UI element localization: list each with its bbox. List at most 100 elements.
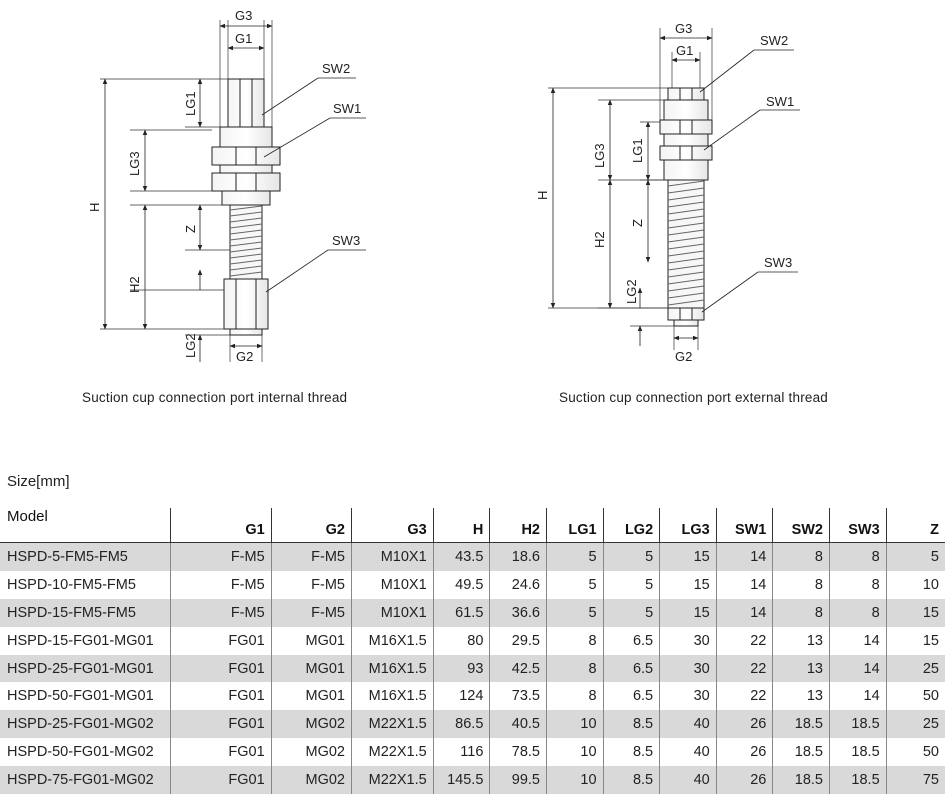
- label-sw1: SW1: [766, 94, 794, 109]
- cell-lg1: 8: [546, 682, 603, 710]
- cell-lg1: 10: [546, 766, 603, 794]
- label-sw3: SW3: [764, 255, 792, 270]
- cell-lg2: 8.5: [603, 766, 660, 794]
- cell-sw2: 13: [773, 655, 830, 683]
- cell-g3: M10X1: [352, 599, 434, 627]
- cell-lg1: 5: [546, 571, 603, 599]
- label-g3: G3: [675, 21, 692, 36]
- label-sw1: SW1: [333, 101, 361, 116]
- cell-h2: 36.6: [490, 599, 547, 627]
- cell-lg1: 10: [546, 710, 603, 738]
- cell-lg3: 30: [660, 655, 717, 683]
- cell-g2: MG02: [271, 738, 351, 766]
- label-sw2: SW2: [760, 33, 788, 48]
- label-h2: H2: [592, 231, 607, 248]
- cell-sw3: 14: [830, 627, 887, 655]
- cell-h2: 73.5: [490, 682, 547, 710]
- cell-lg1: 5: [546, 599, 603, 627]
- cell-z: 50: [886, 738, 945, 766]
- cell-sw2: 18.5: [773, 710, 830, 738]
- header-lg3: LG3: [660, 508, 717, 543]
- caption-external-thread: Suction cup connection port external thr…: [559, 390, 828, 405]
- cell-z: 75: [886, 766, 945, 794]
- cell-g1: F-M5: [170, 543, 271, 571]
- diagram-right-labels: G3 G1 SW2 SW1 SW3 LG3 LG1 H H2 Z LG2 G2: [535, 21, 794, 364]
- cell-model: HSPD-10-FM5-FM5: [0, 571, 170, 599]
- cell-sw3: 18.5: [830, 710, 887, 738]
- cell-z: 50: [886, 682, 945, 710]
- cell-model: HSPD-75-FG01-MG02: [0, 766, 170, 794]
- cell-model: HSPD-25-FG01-MG01: [0, 655, 170, 683]
- cell-g1: FG01: [170, 627, 271, 655]
- cell-lg3: 15: [660, 599, 717, 627]
- header-g2: G2: [271, 508, 351, 543]
- label-h: H: [87, 203, 102, 212]
- cell-g1: F-M5: [170, 571, 271, 599]
- cell-model: HSPD-15-FM5-FM5: [0, 599, 170, 627]
- cell-model: HSPD-15-FG01-MG01: [0, 627, 170, 655]
- cell-z: 5: [886, 543, 945, 571]
- cell-h: 93: [433, 655, 490, 683]
- label-g3: G3: [235, 8, 252, 23]
- cell-sw2: 13: [773, 627, 830, 655]
- cell-g2: F-M5: [271, 543, 351, 571]
- cell-lg2: 8.5: [603, 738, 660, 766]
- cell-lg1: 8: [546, 627, 603, 655]
- cell-g1: FG01: [170, 738, 271, 766]
- label-lg1: LG1: [630, 138, 645, 163]
- header-sw1: SW1: [716, 508, 773, 543]
- cell-sw3: 8: [830, 571, 887, 599]
- cell-z: 15: [886, 599, 945, 627]
- cell-sw3: 8: [830, 543, 887, 571]
- cell-h: 145.5: [433, 766, 490, 794]
- label-lg3: LG3: [127, 151, 142, 176]
- label-g1: G1: [235, 31, 252, 46]
- label-g1: G1: [676, 43, 693, 58]
- cell-lg3: 30: [660, 682, 717, 710]
- header-lg1: LG1: [546, 508, 603, 543]
- cell-g3: M22X1.5: [352, 766, 434, 794]
- cell-h2: 99.5: [490, 766, 547, 794]
- cell-lg2: 6.5: [603, 627, 660, 655]
- cell-sw2: 18.5: [773, 738, 830, 766]
- label-lg3: LG3: [592, 143, 607, 168]
- cell-sw1: 22: [716, 655, 773, 683]
- cell-model: HSPD-25-FG01-MG02: [0, 710, 170, 738]
- cell-h: 43.5: [433, 543, 490, 571]
- cell-sw1: 14: [716, 599, 773, 627]
- spec-table: Model G1 G2 G3 H H2 LG1 LG2 LG3 SW1 SW2 …: [0, 508, 945, 794]
- cell-h: 61.5: [433, 599, 490, 627]
- label-sw2: SW2: [322, 61, 350, 76]
- cell-model: HSPD-50-FG01-MG01: [0, 682, 170, 710]
- cell-lg3: 15: [660, 571, 717, 599]
- cell-lg3: 40: [660, 738, 717, 766]
- cell-z: 10: [886, 571, 945, 599]
- cell-h: 116: [433, 738, 490, 766]
- caption-internal-thread: Suction cup connection port internal thr…: [82, 390, 347, 405]
- cell-sw1: 22: [716, 682, 773, 710]
- technical-drawings: G3 G1 SW2 SW1 SW3 LG1 LG3 Z H H2 LG2 G2: [0, 0, 945, 420]
- cell-g2: MG01: [271, 627, 351, 655]
- cell-g3: M10X1: [352, 543, 434, 571]
- header-g1: G1: [170, 508, 271, 543]
- cell-sw3: 14: [830, 655, 887, 683]
- cell-g1: FG01: [170, 655, 271, 683]
- cell-sw2: 18.5: [773, 766, 830, 794]
- cell-g2: MG02: [271, 766, 351, 794]
- cell-h: 80: [433, 627, 490, 655]
- table-header-row: Model G1 G2 G3 H H2 LG1 LG2 LG3 SW1 SW2 …: [0, 508, 945, 543]
- header-sw3: SW3: [830, 508, 887, 543]
- cell-g1: FG01: [170, 682, 271, 710]
- cell-g2: MG01: [271, 682, 351, 710]
- cell-lg3: 15: [660, 543, 717, 571]
- cell-z: 15: [886, 627, 945, 655]
- cell-sw1: 14: [716, 571, 773, 599]
- cell-lg2: 6.5: [603, 655, 660, 683]
- cell-h2: 42.5: [490, 655, 547, 683]
- cell-lg1: 5: [546, 543, 603, 571]
